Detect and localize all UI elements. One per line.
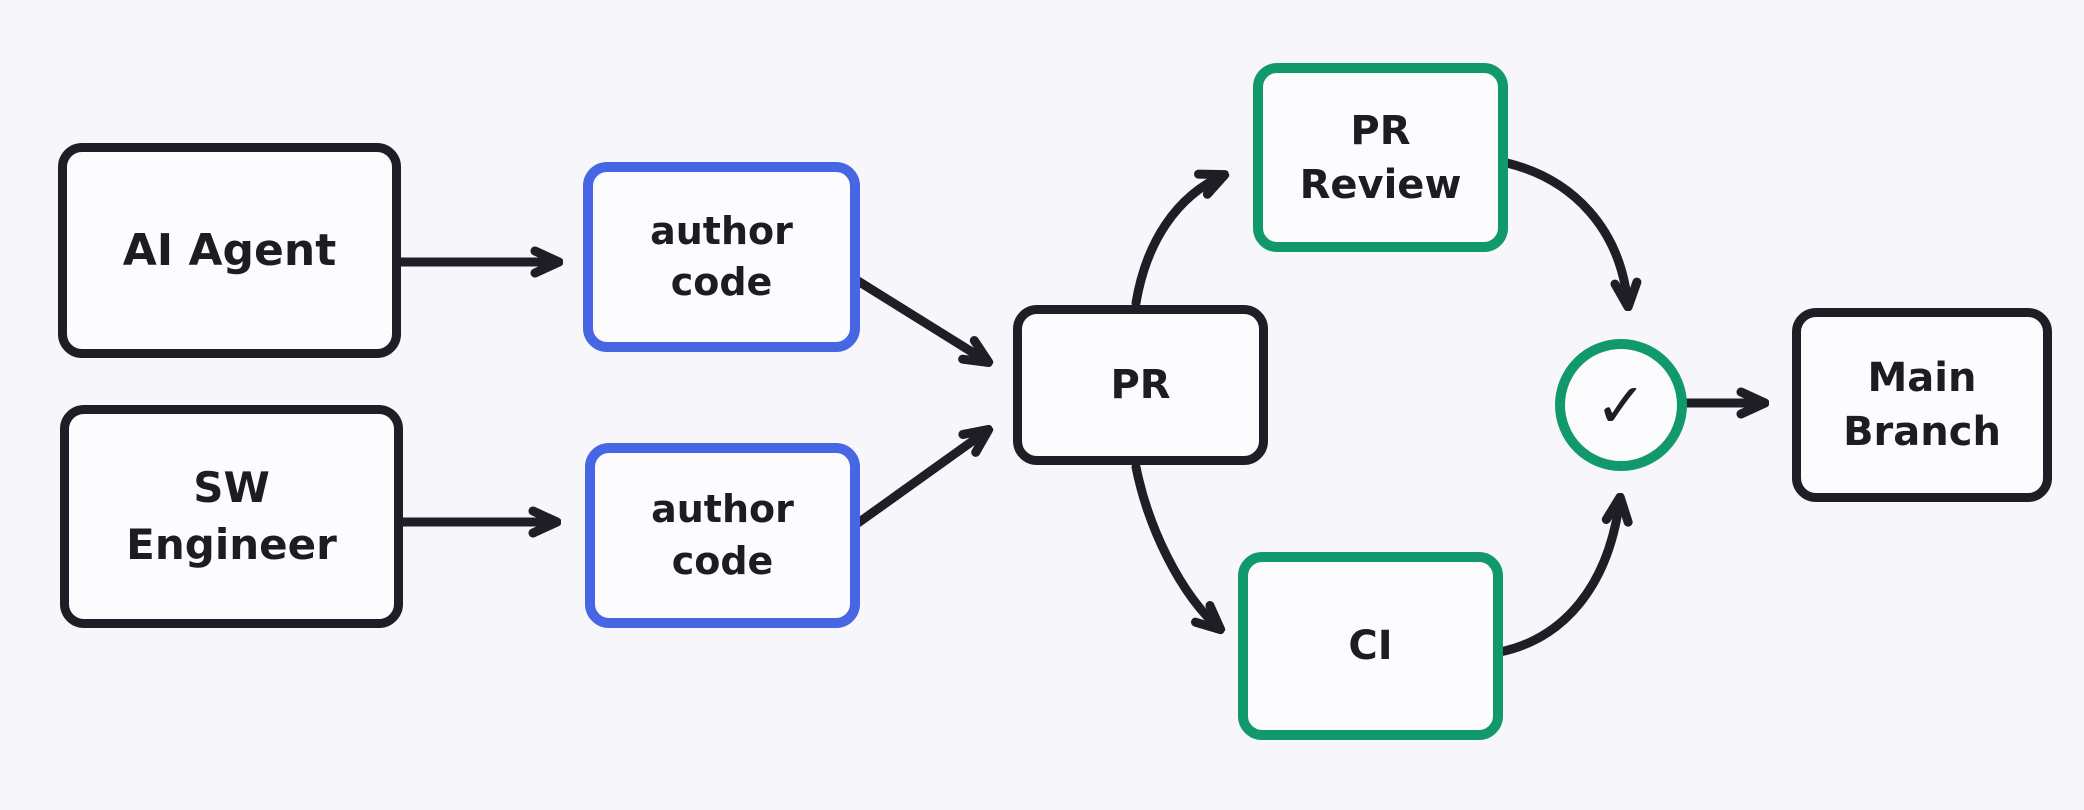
- node-main-branch: Main Branch: [1792, 308, 2052, 502]
- edge-pr-to-ci-arrow: [1131, 462, 1220, 629]
- node-author-code-bottom: author code: [585, 443, 860, 628]
- approval-check-circle: ✓: [1555, 339, 1687, 471]
- edge-author-code-top-to-pr-arrow: [853, 276, 988, 362]
- checkmark-icon: ✓: [1595, 368, 1647, 442]
- edge-author-code-bottom-to-pr-arrow: [853, 430, 988, 528]
- node-pr-review: PR Review: [1253, 63, 1508, 252]
- node-pr: PR: [1013, 305, 1268, 465]
- node-ai-agent: AI Agent: [58, 143, 401, 358]
- edge-ci-to-approval-arrow: [1495, 498, 1620, 657]
- edge-pr-review-to-approval-arrow: [1502, 158, 1628, 306]
- node-ci: CI: [1238, 552, 1503, 740]
- edge-pr-to-pr-review-arrow: [1131, 175, 1224, 308]
- node-sw-engineer: SW Engineer: [60, 405, 403, 628]
- node-author-code-top: author code: [583, 162, 860, 352]
